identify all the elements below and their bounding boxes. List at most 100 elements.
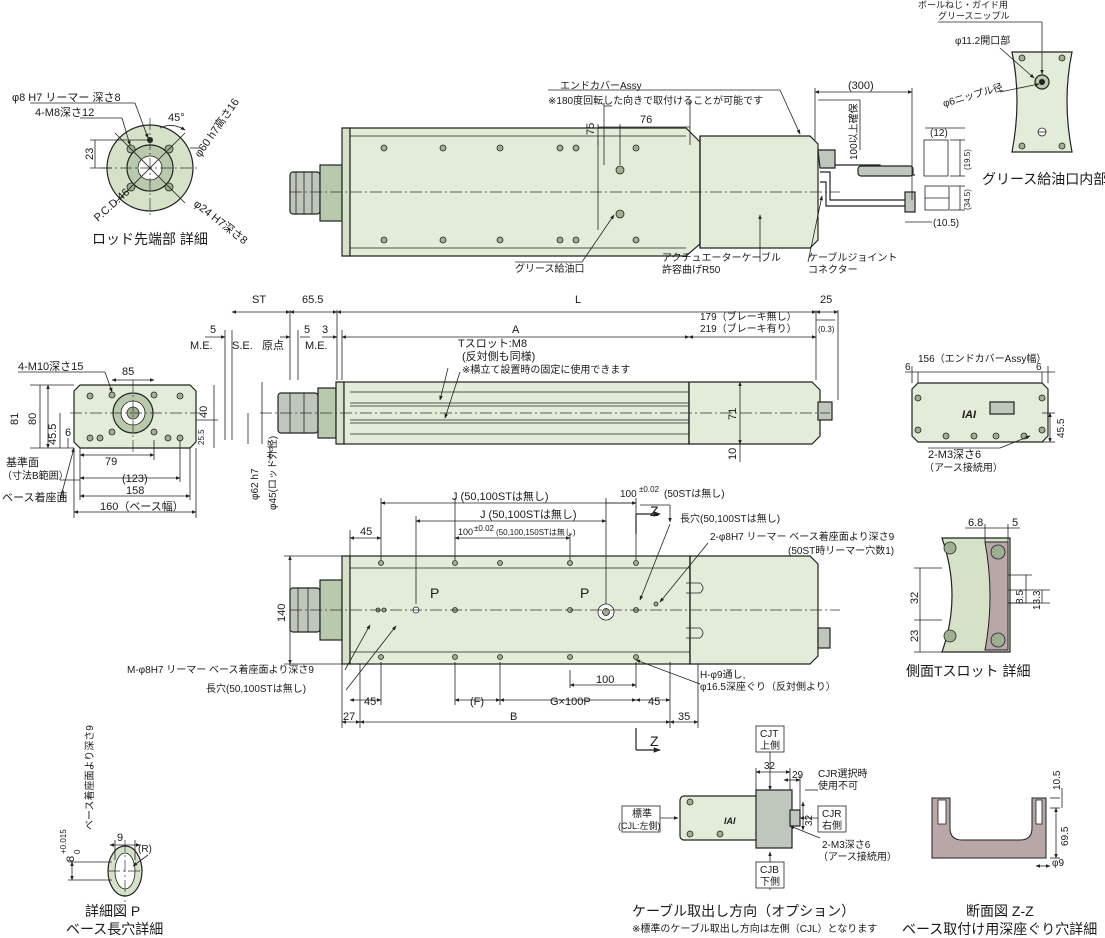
dim-300: (300) xyxy=(848,80,874,92)
dim-76: 76 xyxy=(640,114,652,126)
front-dim-79: 79 xyxy=(105,456,117,468)
front-dim-1: 1 xyxy=(60,489,66,501)
p-radius-label: (R) xyxy=(138,844,152,855)
cable-joint-label: ケーブルジョイント xyxy=(808,251,897,264)
tslot-label: Tスロット:M8 xyxy=(458,338,527,350)
dim-45a: 45 xyxy=(360,526,372,538)
se-label: S.E. xyxy=(232,340,253,352)
rod-end-detail xyxy=(30,102,200,218)
cable-dir-note: ※標準のケーブル取出し方向は左側（CJL）となります xyxy=(632,922,877,935)
front-dim-80: 80 xyxy=(27,413,39,425)
end-m3-label: 2-M3深さ6 xyxy=(928,448,981,461)
zz-phi9: φ9 xyxy=(1052,858,1064,869)
zz-caption-2: ベース取付け用深座ぐり穴詳細 xyxy=(902,921,1097,937)
dim-40: 40 xyxy=(198,406,210,418)
rod-m8-label: 4-M8深さ12 xyxy=(35,106,94,119)
tol-100a: ±0.02 xyxy=(639,485,660,494)
reamer2-label: 2-φ8H7 リーマー ベース着座面より深さ9 xyxy=(710,530,895,543)
tol-100b: ±0.02 xyxy=(474,524,495,533)
tslot-dim-6-8: 6.8 xyxy=(968,517,983,529)
tslot-dim-5: 5 xyxy=(1012,517,1018,529)
cable-m3-label: 2-M3深さ6 xyxy=(822,839,871,851)
m-reamer-label: M-φ8H7 リーマー ベース着座面より深さ9 xyxy=(127,663,314,676)
dim-0-3: (0.3) xyxy=(818,325,835,334)
dim-100b: 100 xyxy=(458,527,473,537)
p-tol-up: +0.015 xyxy=(59,829,68,854)
rotate-note: ※180度回転した向きで取付けることが可能です xyxy=(548,94,763,107)
zz-dim-69-5: 69.5 xyxy=(1060,826,1071,846)
cable-dim-29: 29 xyxy=(792,770,804,781)
connector-label: コネクター xyxy=(808,264,858,276)
tslot-dim-32: 32 xyxy=(909,592,921,604)
dim-g: G×100P xyxy=(550,696,591,708)
cable-logo: IAI xyxy=(724,816,736,826)
phi45-label: φ45(ロッド外径) xyxy=(266,436,279,510)
end-ground-label: （アース接続用） xyxy=(924,461,1003,474)
slot2-label: 長穴(50,100STは無し) xyxy=(206,682,306,695)
cjb-label-2: 下側 xyxy=(760,875,780,888)
dim-75: 75 xyxy=(585,123,597,135)
tslot-label-2: (反対側も同様) xyxy=(462,349,535,363)
st-list-note: (50,100,150STは無し) xyxy=(496,527,576,537)
front-dim-158: 158 xyxy=(126,485,144,497)
front-dim-160: 160（ベース幅） xyxy=(100,500,184,513)
phi62-label: φ62 h7 xyxy=(250,468,261,500)
endcover-label: エンドカバーAssy xyxy=(560,80,642,92)
front-dim-45-5: 45.5 xyxy=(47,424,59,445)
tslot-detail xyxy=(914,524,1050,653)
ref-face-label-2: （寸法B範囲） xyxy=(2,469,69,482)
dim-35: 35 xyxy=(678,711,690,723)
section-zz xyxy=(931,788,1063,868)
zz-dim-10-5: 10.5 xyxy=(1052,770,1063,790)
grease-detail xyxy=(938,21,1073,153)
front-m10-label: 4-M10深さ15 xyxy=(18,360,83,373)
cable-dim-32: 32 xyxy=(764,761,776,772)
origin-label: 原点 xyxy=(262,339,284,352)
z-marker-top: Z xyxy=(650,503,659,519)
nipple-dia-label: φ6ニップル径 xyxy=(941,80,1004,110)
brake-none-label: 179（ブレーキ無し） xyxy=(700,310,797,323)
grease-nipple-label: ボールねじ・ガイド用 xyxy=(918,0,1008,10)
rod-angle-label: 45° xyxy=(168,112,185,124)
p-depth-label: ベース着座面より深さ9 xyxy=(83,725,96,830)
end-dim-45-5: 45.5 xyxy=(1056,418,1067,438)
cjb-label: CJB xyxy=(760,865,779,876)
end-width-label: 156（エンドカバーAssy幅） xyxy=(918,352,1046,365)
dim-27: 27 xyxy=(343,711,355,723)
dim-f: (F) xyxy=(470,696,484,708)
rod-phi60-label: φ60 h7高さ16 xyxy=(191,95,242,159)
front-dim-81: 81 xyxy=(9,413,21,425)
cable-direction: IAI xyxy=(621,725,847,890)
dim-71: 71 xyxy=(727,408,739,420)
cjt-label: CJT xyxy=(760,729,778,740)
base-face-label: ベース着座面 xyxy=(2,490,67,504)
me-label-2: M.E. xyxy=(305,340,328,352)
front-dim-85: 85 xyxy=(122,366,134,378)
std-label-2: (CJL:左側) xyxy=(618,820,661,831)
rod-pcd-label: P.C.D.46 xyxy=(92,186,132,224)
front-view xyxy=(18,371,218,518)
top-view xyxy=(289,88,965,263)
dim-5a: 5 xyxy=(210,324,216,336)
p-tol-dn: 0 xyxy=(73,849,82,854)
dim-j2: J (50,100STは無し) xyxy=(480,507,577,521)
top-bolts xyxy=(380,144,640,244)
dim-st: ST xyxy=(252,294,266,306)
dim-140: 140 xyxy=(276,604,288,622)
p-detail-caption-2: ベース長穴詳細 xyxy=(66,921,163,937)
cable-dir-caption: ケーブル取出し方向（オプション） xyxy=(632,903,855,919)
dim-3: 3 xyxy=(322,324,328,336)
p-marker-2: P xyxy=(580,585,589,601)
brake-with-label: 219（ブレーキ有り） xyxy=(700,322,797,335)
end-dim-6a: 6 xyxy=(905,362,911,373)
dim-100a: 100 xyxy=(620,489,637,500)
end-dim-6b: 6 xyxy=(1036,362,1042,373)
dim-10-5: (10.5) xyxy=(933,218,959,229)
tslot-dim-13-3: 13.3 xyxy=(1032,590,1043,610)
grease-detail-caption: グリース給油口内部 xyxy=(982,171,1105,187)
cjr-label: CJR xyxy=(822,809,841,820)
zz-caption-1: 断面図 Z-Z xyxy=(966,903,1034,919)
dim-25: 25 xyxy=(820,294,832,306)
p-dim-9: 9 xyxy=(117,832,123,844)
st50-reamer-note: (50ST時リーマー穴数1) xyxy=(788,544,894,557)
